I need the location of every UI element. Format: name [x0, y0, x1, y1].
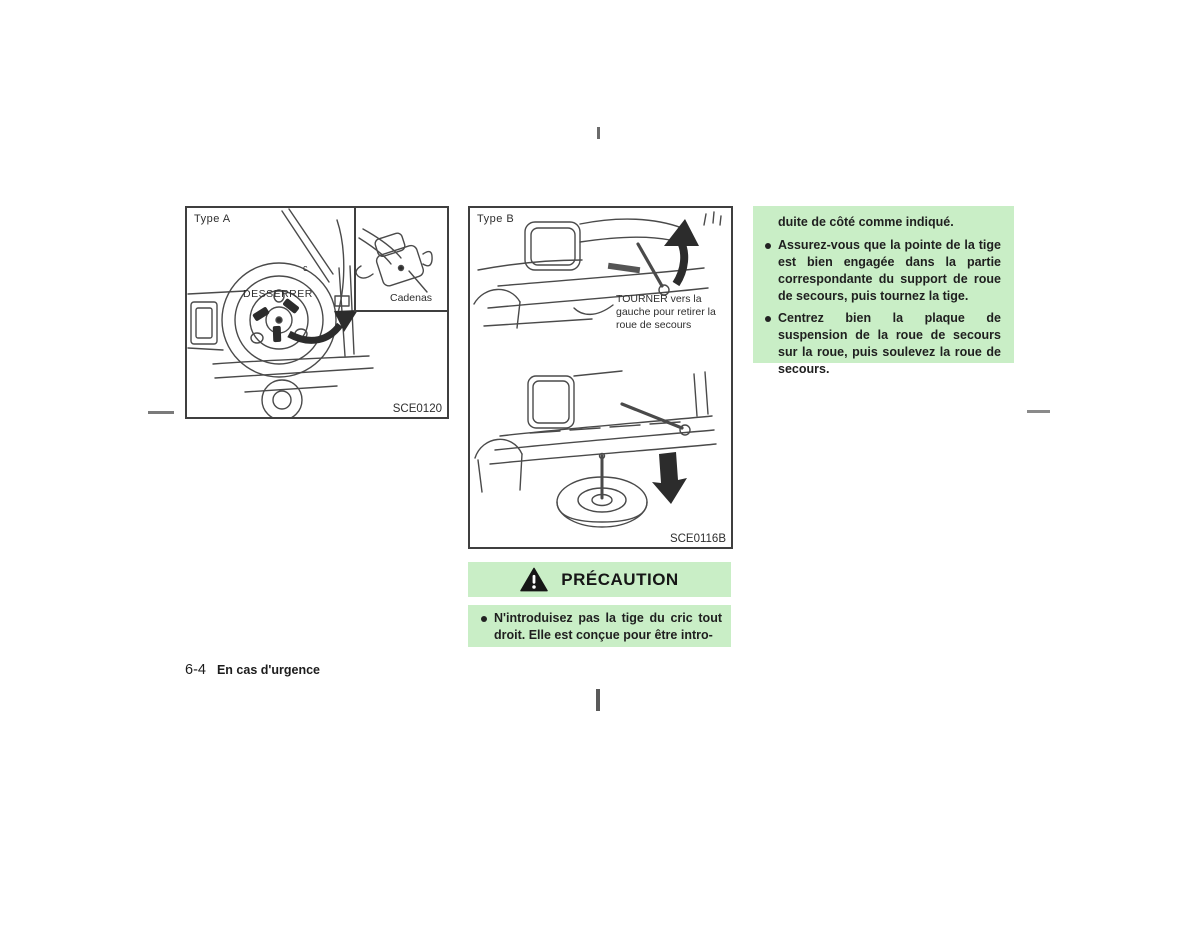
- caution-body: N'introduisez pas la tige du cric tout d…: [468, 605, 731, 647]
- caution-header: PRÉCAUTION: [468, 562, 731, 597]
- crop-mark-top: [597, 127, 600, 139]
- crop-mark-bottom: [596, 689, 600, 711]
- caution-title: PRÉCAUTION: [561, 569, 679, 589]
- figure-type-a: Type A DESSERRER c Cadenas SCE0120: [185, 206, 449, 419]
- warning-triangle-icon: [520, 567, 549, 592]
- page-footer: 6-4 En cas d'urgence: [185, 662, 320, 678]
- tourner-annotation: TOURNER vers la gauche pour retirer la r…: [616, 293, 716, 331]
- note-bullet-1-text: Assurez-vous que la pointe de la tige es…: [778, 238, 1001, 303]
- padlock-illustration: [355, 228, 433, 293]
- hose-annotation: c: [303, 263, 308, 273]
- spare-wheel-lowered-illustration: [474, 370, 717, 528]
- bullet-icon: [765, 243, 771, 249]
- bullet-icon: [481, 616, 487, 622]
- crop-mark-right: [1027, 410, 1050, 413]
- tailgate-crank-illustration: [473, 211, 722, 528]
- figure-b-type-label: Type B: [477, 213, 515, 225]
- caution-bullet-1: N'introduisez pas la tige du cric tout d…: [479, 610, 722, 644]
- note-bullet-2: Centrez bien la plaque de suspension de …: [763, 310, 1001, 378]
- note-block: duite de côté comme indiqué. Assurez-vou…: [753, 206, 1014, 376]
- note-bullet-2-text: Centrez bien la plaque de suspension de …: [778, 311, 1001, 376]
- figure-b-code: SCE0116B: [669, 533, 726, 545]
- figure-type-b: Type B TOURNER vers la gauche pour retir…: [468, 206, 733, 549]
- crop-mark-left: [148, 411, 174, 414]
- note-continuation-line: duite de côté comme indiqué.: [778, 215, 954, 229]
- note-bullet-1: Assurez-vous que la pointe de la tige es…: [763, 237, 1001, 305]
- caution-bullet-1-text: N'introduisez pas la tige du cric tout d…: [494, 611, 722, 642]
- section-title: En cas d'urgence: [216, 663, 320, 677]
- desserrer-annotation: DESSERRER: [243, 288, 313, 300]
- figure-a-code: SCE0120: [392, 403, 442, 415]
- spare-tire-carrier-illustration: [187, 208, 433, 417]
- padlock-inset-frame: [354, 208, 449, 312]
- page-number: 6-4: [185, 662, 206, 678]
- bullet-icon: [765, 316, 771, 322]
- cadenas-annotation: Cadenas: [390, 292, 433, 304]
- figure-a-type-label: Type A: [194, 213, 231, 225]
